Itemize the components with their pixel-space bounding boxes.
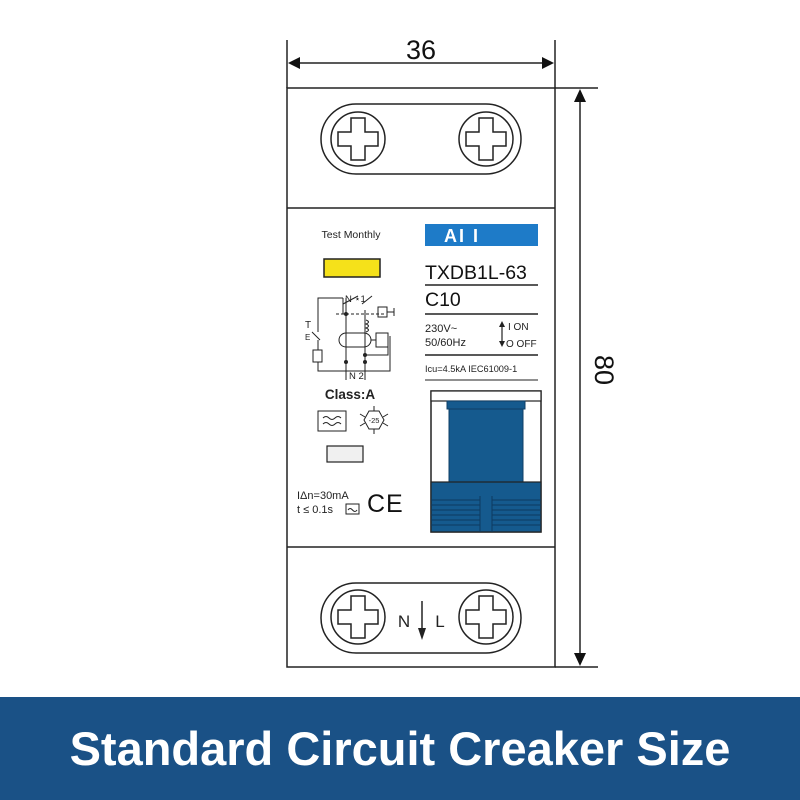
- breaker-dimension-drawing: 36 80 N L Test Monthly: [286, 35, 619, 668]
- breaking-capacity-label: Icu=4.5kA IEC61009-1: [425, 364, 517, 374]
- ac-waveform-icon: [317, 410, 347, 432]
- schematic-top-labels: N ⋆1: [345, 294, 366, 305]
- arrow-down-icon: [499, 341, 505, 347]
- temperature-label: -25: [369, 416, 380, 425]
- height-label: 80: [589, 355, 619, 385]
- schematic-bottom-labels: N 2: [349, 371, 364, 382]
- brand-label: AI I: [444, 226, 480, 246]
- bottom-terminal: [320, 582, 522, 654]
- brand-badge: [425, 224, 538, 246]
- arrow-up-icon: [499, 321, 505, 327]
- off-label: O OFF: [506, 339, 537, 350]
- model-label: TXDB1L-63: [425, 262, 527, 284]
- height-dimension: [555, 87, 598, 668]
- wiring-schematic: [311, 295, 395, 380]
- breaker-body: [286, 87, 556, 668]
- class-label: Class:A: [325, 387, 376, 402]
- width-label: 36: [406, 35, 436, 65]
- indicator-window: [326, 445, 364, 463]
- arrow-down-icon: [418, 628, 426, 640]
- toggle-switch[interactable]: [430, 390, 542, 533]
- terminal-n-label: N: [398, 612, 410, 631]
- width-dimension: [286, 40, 556, 88]
- residual-current-label: IΔn=30mA: [297, 490, 349, 502]
- schematic-test-e: E: [305, 333, 310, 342]
- top-terminal: [320, 103, 522, 175]
- frequency-label: 50/60Hz: [425, 337, 466, 349]
- banner-title: Standard Circuit Creaker Size: [69, 722, 731, 775]
- rating-label: C10: [425, 289, 461, 311]
- test-button[interactable]: [323, 258, 381, 278]
- terminal-l-label: L: [435, 612, 444, 631]
- arrow-up-icon: [574, 89, 586, 102]
- schematic-test-t: T: [305, 320, 311, 331]
- arrow-left-icon: [288, 57, 300, 69]
- test-monthly-label: Test Monthly: [322, 229, 382, 241]
- voltage-label: 230V~: [425, 323, 457, 335]
- arrow-right-icon: [542, 57, 554, 69]
- ac-small-icon: [345, 503, 360, 515]
- on-label: I ON: [508, 322, 529, 333]
- title-banner: Standard Circuit Creaker Size: [0, 697, 800, 800]
- snowflake-temperature-icon: [359, 406, 389, 434]
- arrow-down-icon: [574, 653, 586, 666]
- ce-mark: CE: [367, 490, 404, 518]
- trip-time-label: t ≤ 0.1s: [297, 504, 333, 516]
